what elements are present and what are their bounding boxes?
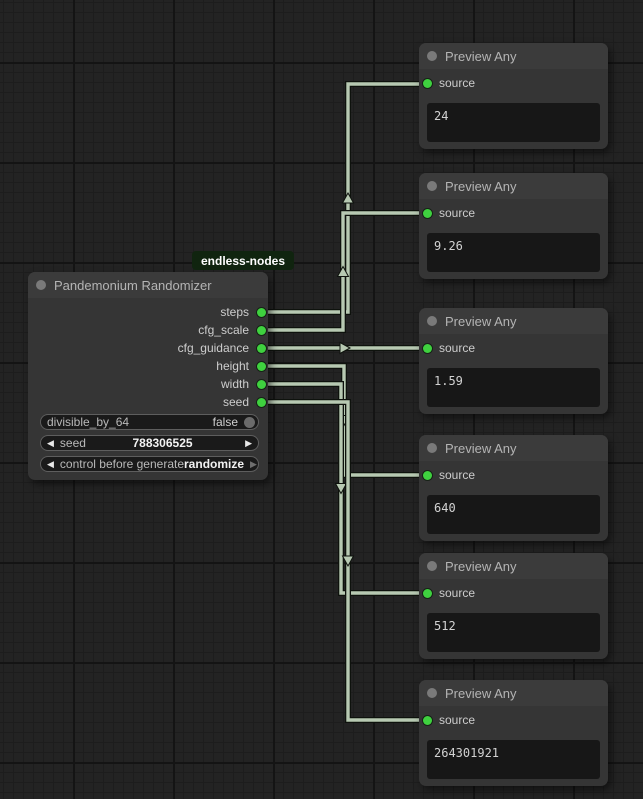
preview-value: 9.26: [434, 239, 463, 253]
widget-label: divisible_by_64: [47, 415, 130, 429]
input-slot-row: source: [419, 334, 608, 362]
input-slot-row: source: [419, 69, 608, 97]
node-titlebar[interactable]: Preview Any: [419, 435, 608, 461]
input-slot-label: source: [439, 206, 476, 220]
preview-value: 264301921: [434, 746, 500, 760]
node-title: Preview Any: [445, 48, 517, 64]
input-slot-dot[interactable]: [423, 78, 432, 88]
preview-value: 1.59: [434, 374, 463, 388]
collapse-dot-icon[interactable]: [427, 316, 437, 326]
output-slot-label: steps: [220, 305, 249, 319]
input-slot-row: source: [419, 706, 608, 734]
input-slot-label: source: [439, 586, 476, 600]
node-titlebar[interactable]: Preview Any: [419, 173, 608, 199]
widget-label: control before generate: [59, 457, 185, 471]
input-slot-label: source: [439, 76, 476, 90]
output-slot-label: cfg_guidance: [177, 341, 249, 355]
preview-value-box: 24: [427, 103, 600, 142]
increment-arrow-icon[interactable]: ▶: [245, 437, 253, 448]
output-slot-row: width: [28, 375, 268, 393]
collapse-dot-icon[interactable]: [427, 688, 437, 698]
input-slot-row: source: [419, 461, 608, 489]
preview-any-node[interactable]: Preview Any source 640: [419, 435, 608, 541]
collapse-dot-icon[interactable]: [427, 51, 437, 61]
input-slot-dot[interactable]: [423, 588, 432, 598]
output-slot-dot[interactable]: [257, 361, 266, 371]
next-option-arrow-icon[interactable]: ▶: [250, 458, 257, 469]
input-slot-label: source: [439, 468, 476, 482]
node-titlebar[interactable]: Preview Any: [419, 308, 608, 334]
node-title: Preview Any: [445, 178, 517, 194]
node-title: Preview Any: [445, 440, 517, 456]
node-title: Pandemonium Randomizer: [54, 277, 212, 293]
node-title: Preview Any: [445, 558, 517, 574]
preview-any-node[interactable]: Preview Any source 1.59: [419, 308, 608, 414]
output-slot-dot[interactable]: [257, 343, 266, 353]
output-slot-dot[interactable]: [257, 397, 266, 407]
preview-any-node[interactable]: Preview Any source 264301921: [419, 680, 608, 786]
output-slot-row: cfg_guidance: [28, 339, 268, 357]
collapse-dot-icon[interactable]: [427, 181, 437, 191]
preview-value-box: 640: [427, 495, 600, 534]
widget-value: 788306525: [132, 436, 193, 450]
output-slot-row: height: [28, 357, 268, 375]
preview-value-box: 264301921: [427, 740, 600, 779]
input-slot-dot[interactable]: [423, 715, 432, 725]
input-slot-label: source: [439, 713, 476, 727]
input-slot-label: source: [439, 341, 476, 355]
node-titlebar[interactable]: Pandemonium Randomizer: [28, 272, 268, 298]
output-slot-dot[interactable]: [257, 379, 266, 389]
decrement-arrow-icon[interactable]: ◀: [47, 437, 54, 448]
preview-any-node[interactable]: Preview Any source 9.26: [419, 173, 608, 279]
preview-value: 512: [434, 619, 456, 633]
node-titlebar[interactable]: Preview Any: [419, 553, 608, 579]
input-slot-dot[interactable]: [423, 208, 432, 218]
preview-value: 640: [434, 501, 456, 515]
preview-any-node[interactable]: Preview Any source 24: [419, 43, 608, 149]
collapse-dot-icon[interactable]: [427, 561, 437, 571]
input-slot-row: source: [419, 199, 608, 227]
output-slot-label: cfg_scale: [198, 323, 249, 337]
input-slot-dot[interactable]: [423, 470, 432, 480]
widget-value: randomize: [184, 457, 245, 471]
preview-value-box: 1.59: [427, 368, 600, 407]
output-slot-row: seed: [28, 393, 268, 411]
prev-option-arrow-icon[interactable]: ◀: [47, 458, 54, 469]
widget-value: false: [212, 415, 238, 429]
output-slot-label: width: [220, 377, 249, 391]
preview-value-box: 9.26: [427, 233, 600, 272]
widget-divisible-by-64[interactable]: divisible_by_64 false: [40, 414, 259, 430]
output-slot-label: seed: [222, 395, 249, 409]
output-slot-dot[interactable]: [257, 307, 266, 317]
output-slot-row: steps: [28, 303, 268, 321]
widget-control-before-generate[interactable]: ◀ control before generate randomize ▶: [40, 456, 259, 472]
preview-value: 24: [434, 109, 449, 123]
node-titlebar[interactable]: Preview Any: [419, 43, 608, 69]
input-slot-dot[interactable]: [423, 343, 432, 353]
node-title: Preview Any: [445, 685, 517, 701]
output-slot-row: cfg_scale: [28, 321, 268, 339]
widget-list: divisible_by_64 false ◀ seed 788306525 ▶…: [40, 414, 259, 477]
widget-label: seed: [59, 436, 86, 450]
node-titlebar[interactable]: Preview Any: [419, 680, 608, 706]
toggle-knob-icon[interactable]: [244, 416, 255, 428]
collapse-dot-icon[interactable]: [427, 443, 437, 453]
output-slot-label: height: [216, 359, 249, 373]
node-group-badge: endless-nodes: [192, 251, 295, 270]
input-slot-row: source: [419, 579, 608, 607]
preview-any-node[interactable]: Preview Any source 512: [419, 553, 608, 659]
collapse-dot-icon[interactable]: [36, 280, 46, 290]
preview-value-box: 512: [427, 613, 600, 652]
node-title: Preview Any: [445, 313, 517, 329]
widget-seed[interactable]: ◀ seed 788306525 ▶: [40, 435, 259, 451]
output-slot-dot[interactable]: [257, 325, 266, 335]
